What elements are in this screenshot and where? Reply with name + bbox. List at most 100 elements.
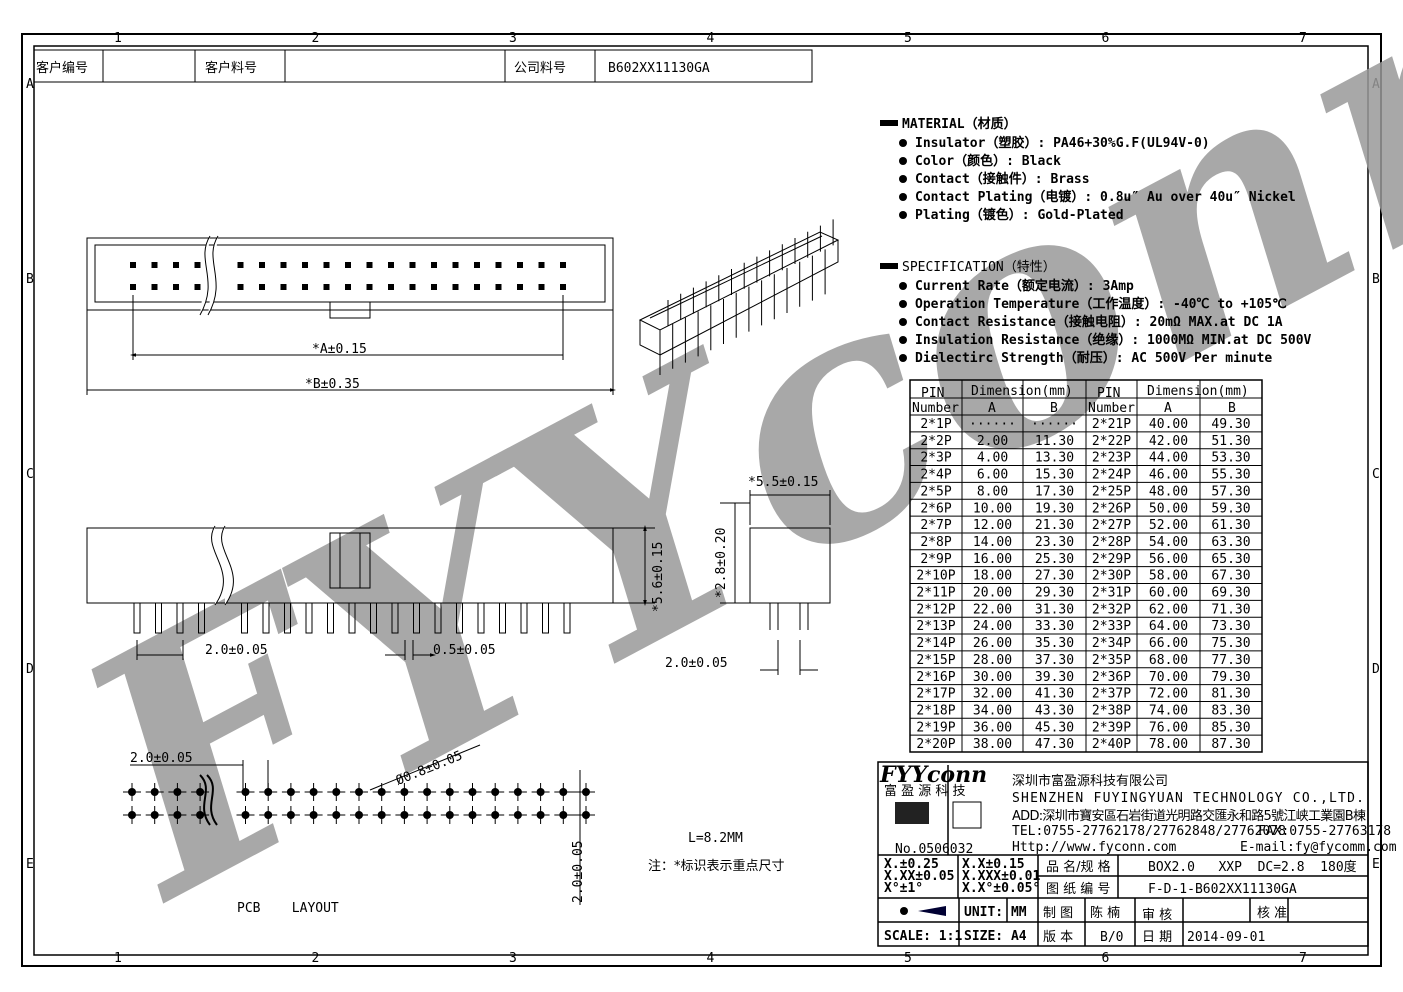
table-cell: 31.30 [1035,602,1074,617]
table-cell: 55.30 [1211,468,1250,483]
pin-square [302,284,308,290]
table-cell: 2*15P [916,653,955,668]
table-cell: 2*8P [920,535,951,550]
table-cell: 54.00 [1149,535,1188,550]
date: 2014-09-01 [1187,930,1265,945]
table-cell: 16.00 [973,552,1012,567]
pin-square [560,284,566,290]
tolerance: X.X±0.15 [962,857,1025,872]
grid-col-marker: 1 [114,951,122,966]
table-cell: 28.00 [973,653,1012,668]
table-cell: 87.30 [1211,737,1250,752]
table-cell: 41.30 [1035,687,1074,702]
side-pin [477,602,485,634]
pin-square [130,284,136,290]
table-cell: 48.00 [1149,484,1188,499]
table-cell: 12.00 [973,518,1012,533]
side-pin [284,602,291,634]
company-address: ADD:深圳市寶安區石岩街道光明路交匯永和路5號江峡工業園B棟 [1012,808,1366,824]
spec-item: Operation Temperature（工作温度）: -40℃ to +10… [915,296,1287,312]
pcb-pad-centerline [350,806,368,824]
pcb-pad-centerline [304,783,323,801]
iso-pin [824,219,834,295]
pin-square [517,284,523,290]
material-title: MATERIAL（材质） [902,116,1017,132]
customer-no-label: 客户编号 [36,60,88,76]
table-cell: 17.30 [1035,484,1074,499]
pin-square [173,262,179,268]
inner-border [33,45,1369,956]
side-pin [241,602,248,634]
table-cell: 39.30 [1035,670,1074,685]
bullet-icon [899,193,907,201]
note: 注：*标识表示重点尺寸 [648,858,785,874]
tolerance: X.XXX±0.01 [962,869,1040,884]
company-logo: FYYconn [879,762,987,788]
bullet-icon [899,318,907,326]
pcb-pad-centerline [395,783,414,801]
moody-cert-logo [895,802,929,824]
table-cell: 34.00 [973,703,1012,718]
isometric-view [638,231,840,356]
iso-pin [697,281,707,357]
pcb-pad-centerline [327,783,346,801]
pin-square [280,262,287,268]
scale: SCALE: 1:1 [884,929,962,944]
dim-pitch: 2.0±0.05 [205,643,268,658]
table-cell: 2*12P [916,602,955,617]
pcb-pad-centerline [281,783,300,801]
pcb-pad-centerline [350,783,368,801]
grid-col-marker: 2 [312,31,320,46]
material-item: Contact Plating（电镀）: 0.8u″ Au over 40u″ … [915,189,1296,205]
grid-col-marker: 6 [1102,31,1110,46]
spec-item: Dielectirc Strength（耐压）: AC 500V Per min… [915,350,1272,366]
pcb-pad-centerline [531,806,550,824]
pin-square [538,262,545,268]
grid-col-marker: 3 [509,31,517,46]
table-cell: 73.30 [1211,619,1250,634]
table-cell: 35.30 [1035,636,1074,651]
iso-pin [786,238,796,313]
company-website: Http://www.fyconn.com [1012,840,1177,855]
pin-square [345,284,351,290]
table-cell: 20.00 [973,586,1012,601]
grid-col-marker: 5 [904,31,912,46]
iso-pin [735,262,745,338]
check-label: 审 核 [1142,908,1172,923]
grid-row-marker: B [26,272,34,287]
table-cell: 2*6P [920,501,951,516]
drawn-by: 陈 楠 [1090,905,1120,921]
pin-square [151,262,158,268]
side-pin [176,602,184,634]
pin-square [388,262,394,268]
table-cell: 2*4P [920,468,951,483]
pin-square [366,262,373,268]
unit: UNIT: MM [964,905,1027,920]
table-cell: 11.30 [1035,434,1074,449]
pcb-pad-centerline [508,806,527,824]
pcb-pad-centerline [395,806,414,824]
material-item: Contact（接触件）: Brass [915,171,1090,187]
grid-row-marker: B [1372,272,1380,287]
pcb-pad-centerline [372,783,391,801]
table-cell: 2*5P [920,484,951,499]
table-cell: 65.30 [1211,552,1250,567]
pcb-pad-centerline [145,806,164,824]
spec-bullet [880,263,898,269]
pin-square [194,284,201,290]
pin-square [323,262,330,268]
dim-post: *2.8±0.20 [714,528,729,598]
side-pin [348,602,356,634]
table-cell: 18.00 [973,569,1012,584]
drawn-label: 制 图 [1043,906,1073,921]
table-cell: 76.00 [1149,720,1188,735]
dim-row-pitch: 2.0±0.05 [665,656,728,671]
pcb-pad-centerline [554,783,573,801]
projection-cone-icon [918,906,946,916]
iso-pin [773,244,783,320]
table-header-dimension: Dimension(mm) [1147,384,1249,399]
bullet-icon [899,139,907,147]
iso-pin [710,275,720,351]
